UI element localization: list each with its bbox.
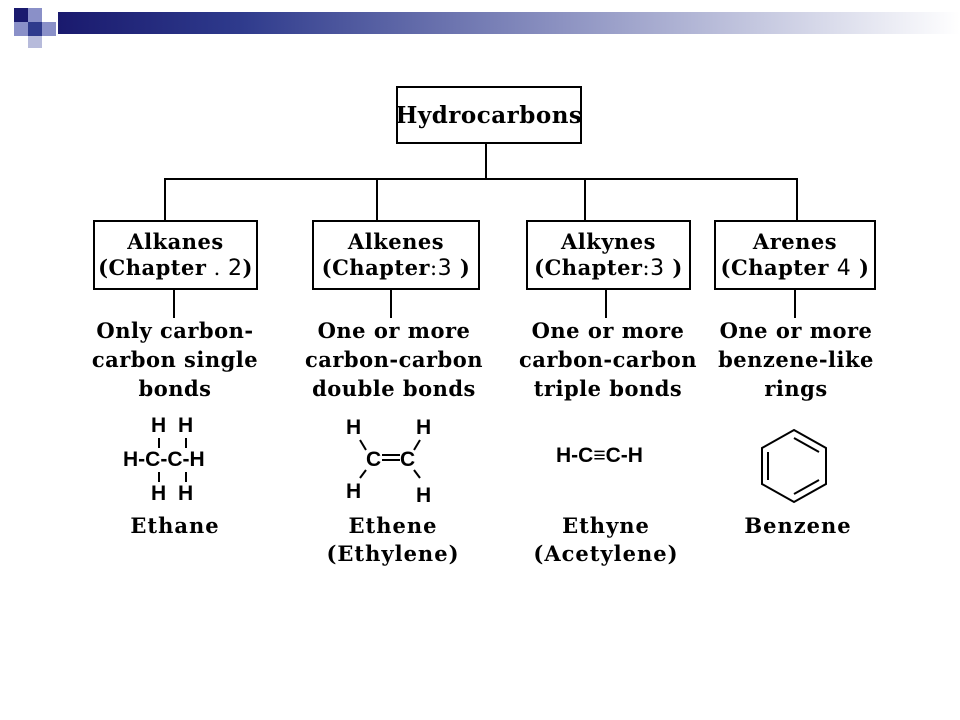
compound-name-ethene: Ethene (Ethylene) bbox=[326, 513, 460, 566]
banner-square-dark bbox=[28, 22, 42, 36]
ring-outline bbox=[761, 428, 827, 504]
atom-h: H bbox=[416, 484, 431, 504]
root-label: Hydrocarbons bbox=[395, 101, 583, 129]
banner-gradient-bar bbox=[58, 12, 960, 34]
description-alkynes: One or more carbon-carbon triple bonds bbox=[518, 318, 698, 401]
bond-line bbox=[413, 439, 421, 451]
ethane-middle-row: H-C-C-H bbox=[123, 448, 205, 471]
root-box-hydrocarbons: Hydrocarbons bbox=[396, 86, 582, 144]
ring-double-bond bbox=[793, 479, 820, 495]
ethane-structure: H H H-C-C-H H H bbox=[123, 414, 205, 502]
category-chapter: (Chapter:3 ) bbox=[321, 254, 471, 281]
chapter-number: 2 bbox=[227, 255, 243, 281]
atom-c: C bbox=[400, 448, 415, 471]
description-alkenes: One or more carbon-carbon double bonds bbox=[304, 318, 484, 401]
category-box-alkanes: Alkanes (Chapter . 2) bbox=[93, 220, 258, 290]
category-box-alkenes: Alkenes (Chapter:3 ) bbox=[312, 220, 480, 290]
compound-name-ethyne: Ethyne (Acetylene) bbox=[533, 513, 679, 566]
category-box-arenes: Arenes (Chapter 4 ) bbox=[714, 220, 876, 290]
atom-c: C bbox=[366, 448, 381, 471]
description-alkanes: Only carbon- carbon single bonds bbox=[91, 318, 259, 401]
banner-square-light bbox=[28, 8, 42, 22]
category-chapter: (Chapter . 2) bbox=[98, 254, 253, 281]
atom-h: H bbox=[346, 480, 361, 503]
banner-square-light bbox=[28, 36, 42, 48]
atom-h: H bbox=[346, 416, 361, 439]
title-banner bbox=[0, 0, 960, 48]
atom-h: H bbox=[151, 482, 166, 502]
banner-square-light bbox=[42, 22, 56, 36]
bond-line bbox=[359, 439, 367, 451]
benzene-ring bbox=[761, 428, 827, 504]
ethene-structure: H H C C H H bbox=[346, 416, 431, 504]
category-name: Alkynes bbox=[561, 228, 656, 254]
banner-square-light bbox=[14, 22, 28, 36]
ring-double-bond bbox=[793, 437, 820, 453]
category-chapter: (Chapter:3 ) bbox=[534, 254, 683, 281]
category-name: Alkenes bbox=[347, 228, 445, 254]
atom-h: H bbox=[178, 482, 193, 502]
chapter-number: 4 bbox=[836, 255, 852, 281]
description-arenes: One or more benzene-like rings bbox=[718, 318, 874, 401]
category-box-alkynes: Alkynes (Chapter:3 ) bbox=[526, 220, 691, 290]
bond-line bbox=[413, 469, 421, 479]
banner-square-dark bbox=[14, 8, 28, 22]
bond-line bbox=[359, 469, 367, 479]
ethyne-structure: H-C≡C-H bbox=[556, 444, 643, 467]
category-chapter: (Chapter 4 ) bbox=[720, 254, 870, 281]
atom-h: H bbox=[178, 414, 193, 437]
atom-h: H bbox=[151, 414, 166, 437]
atom-h: H bbox=[416, 416, 431, 439]
compound-name-ethane: Ethane bbox=[130, 513, 220, 538]
compound-name-benzene: Benzene bbox=[744, 513, 852, 538]
category-name: Arenes bbox=[752, 228, 838, 254]
chapter-number: 3 bbox=[650, 255, 665, 281]
chapter-number: 3 bbox=[437, 255, 453, 281]
category-name: Alkanes bbox=[127, 228, 224, 254]
